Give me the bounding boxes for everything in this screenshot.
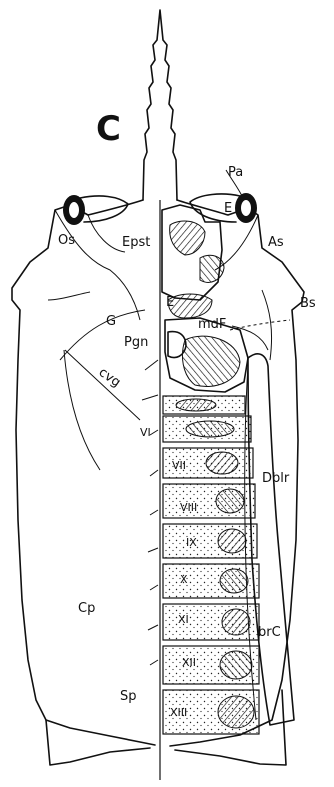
- label-cp: Cp: [78, 601, 95, 616]
- vertebra-label: X: [180, 573, 188, 586]
- head-plate-right: [215, 215, 272, 360]
- label-mdf: mdF: [198, 317, 226, 332]
- vertebra-label: XI: [178, 613, 189, 626]
- vertebra-label: VI: [140, 426, 151, 439]
- label-as: As: [268, 235, 284, 250]
- label-pa: Pa: [228, 165, 243, 180]
- rostrum-spike: [143, 10, 177, 200]
- vertebra-label: XIII: [170, 706, 187, 719]
- label-cvg: cvg: [96, 365, 124, 391]
- hatched-element-2: [200, 255, 224, 282]
- vertebra-label: VII: [172, 459, 186, 472]
- panel-letter: C: [96, 109, 121, 149]
- vertebra-label: IX: [186, 536, 197, 549]
- vertebra-label: XII: [182, 656, 196, 669]
- dashed-outline: [230, 320, 290, 330]
- label-g: G: [106, 314, 116, 329]
- label-e-orbit: E: [224, 201, 232, 216]
- label-os: Os: [58, 233, 75, 248]
- label-epst: Epst: [122, 235, 150, 250]
- label-brc: brC: [258, 625, 281, 640]
- label-dblr: Dblr: [262, 471, 290, 486]
- label-sp: Sp: [120, 689, 137, 704]
- label-bs: Bs: [300, 296, 316, 311]
- carapace-outline: [12, 200, 155, 745]
- hatched-element-1: [170, 221, 205, 255]
- vertebra-label: VIII: [180, 501, 197, 514]
- label-e-mid: E: [166, 295, 174, 310]
- label-pgn: Pgn: [124, 335, 148, 350]
- left-orbit: [63, 195, 128, 225]
- hatched-element-3: [168, 294, 212, 318]
- left-side-lines: [142, 360, 158, 665]
- mdF-hatch: [182, 336, 240, 386]
